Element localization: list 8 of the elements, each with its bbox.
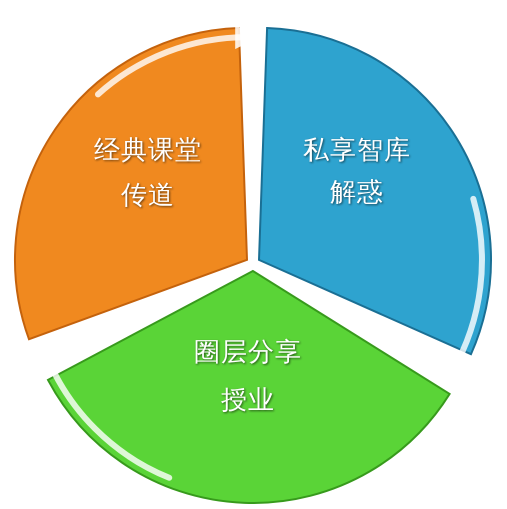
cycle-segment [15, 28, 248, 340]
segment-label: 私享智库 [302, 134, 411, 168]
segment-label: 传道 [120, 179, 175, 212]
segment-label: 经典课堂 [94, 134, 202, 168]
cycle-segment [48, 270, 450, 503]
segment-label: 圈层分享 [194, 336, 302, 370]
segment-label: 解惑 [330, 176, 384, 210]
segment-label: 授业 [220, 384, 275, 418]
